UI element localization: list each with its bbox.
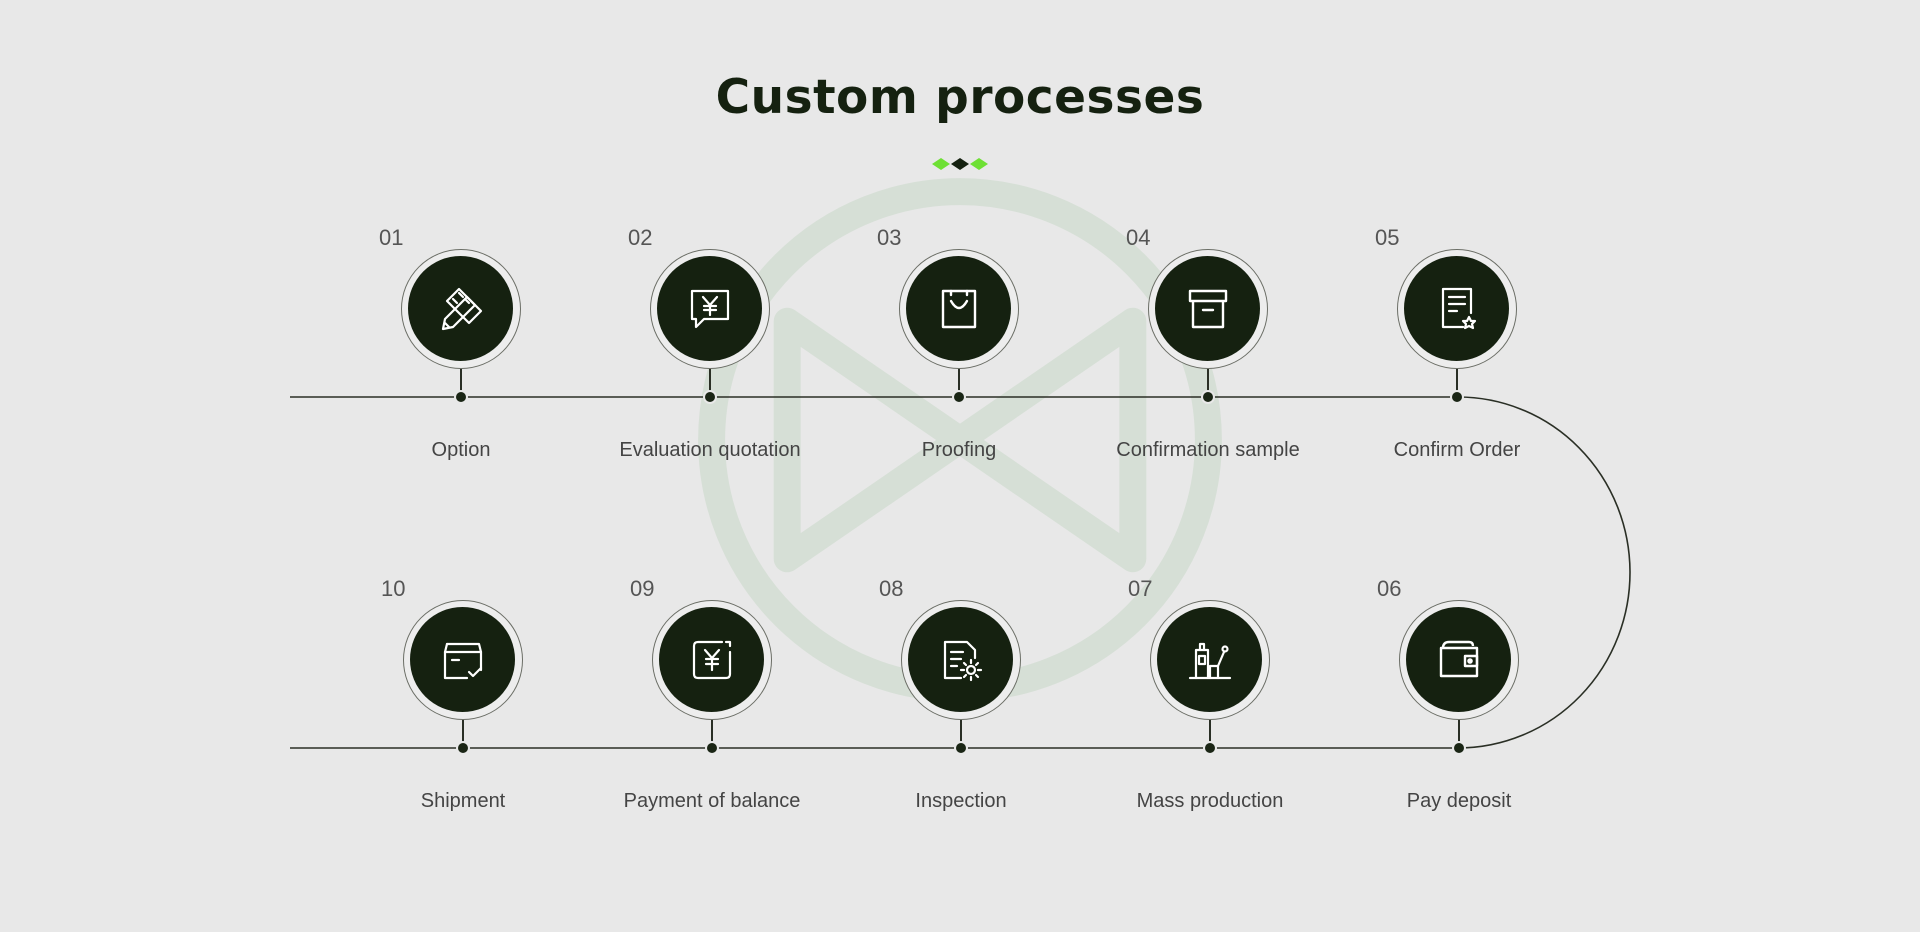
- step-icon-disc: [1406, 607, 1511, 712]
- yuan-card-icon: [692, 640, 731, 679]
- step-label: Evaluation quotation: [619, 439, 801, 461]
- step-icon-disc: [1404, 256, 1509, 361]
- step-number: 10: [381, 576, 406, 601]
- step-icon-ring: [652, 600, 772, 720]
- timeline-node: [1452, 392, 1462, 402]
- step-label: Pay deposit: [1406, 790, 1512, 812]
- timeline-node: [456, 392, 466, 402]
- step-label: Confirm Order: [1393, 439, 1521, 461]
- step-connector: [958, 369, 960, 397]
- timeline-curve: [1456, 396, 1631, 749]
- step-icon-disc: [408, 256, 513, 361]
- document-gear-icon: [943, 640, 982, 681]
- step-connector: [960, 720, 962, 748]
- step-label: Mass production: [1136, 790, 1284, 812]
- factory-icon: [1188, 642, 1231, 679]
- step-label: Proofing: [921, 439, 997, 461]
- timeline-node: [1203, 392, 1213, 402]
- wallet-icon: [1439, 640, 1478, 677]
- timeline-node: [956, 743, 966, 753]
- timeline-node: [1205, 743, 1215, 753]
- shopping-bag-icon: [941, 289, 976, 328]
- timeline-node: [707, 743, 717, 753]
- step-icon-ring: [899, 249, 1019, 369]
- step-icon-ring: [1399, 600, 1519, 720]
- archive-box-icon: [1188, 289, 1227, 328]
- step-connector: [460, 369, 462, 397]
- step-icon-disc: [906, 256, 1011, 361]
- yuan-chat-icon: [690, 289, 729, 328]
- step-label: Confirmation sample: [1116, 439, 1300, 461]
- step-icon-disc: [659, 607, 764, 712]
- step-label: Shipment: [420, 790, 506, 812]
- step-icon-disc: [657, 256, 762, 361]
- step-number: 03: [877, 225, 902, 250]
- step-number: 02: [628, 225, 653, 250]
- step-number: 06: [1377, 576, 1402, 601]
- step-number: 01: [379, 225, 404, 250]
- step-connector: [1207, 369, 1209, 397]
- step-number: 08: [879, 576, 904, 601]
- step-icon-ring: [650, 249, 770, 369]
- page-title: Custom processes: [715, 70, 1205, 125]
- step-connector: [709, 369, 711, 397]
- timeline-node: [1454, 743, 1464, 753]
- step-icon-ring: [401, 249, 521, 369]
- step-label: Payment of balance: [623, 790, 801, 812]
- step-icon-disc: [410, 607, 515, 712]
- step-icon-disc: [1157, 607, 1262, 712]
- step-number: 04: [1126, 225, 1151, 250]
- step-icon-ring: [403, 600, 523, 720]
- step-icon-ring: [1150, 600, 1270, 720]
- step-icon-ring: [1397, 249, 1517, 369]
- step-connector: [1458, 720, 1460, 748]
- step-number: 09: [630, 576, 655, 601]
- step-connector: [711, 720, 713, 748]
- step-icon-disc: [908, 607, 1013, 712]
- timeline-node: [458, 743, 468, 753]
- step-icon-disc: [1155, 256, 1260, 361]
- diamond-divider: [932, 158, 988, 170]
- document-star-icon: [1441, 287, 1476, 329]
- step-connector: [1456, 369, 1458, 397]
- package-check-icon: [443, 642, 482, 679]
- step-connector: [462, 720, 464, 748]
- step-icon-ring: [901, 600, 1021, 720]
- step-number: 07: [1128, 576, 1153, 601]
- pencil-ruler-icon: [441, 287, 482, 330]
- step-connector: [1209, 720, 1211, 748]
- step-number: 05: [1375, 225, 1400, 250]
- step-label: Inspection: [915, 790, 1007, 812]
- timeline-node: [954, 392, 964, 402]
- step-label: Option: [431, 439, 491, 461]
- timeline-node: [705, 392, 715, 402]
- step-icon-ring: [1148, 249, 1268, 369]
